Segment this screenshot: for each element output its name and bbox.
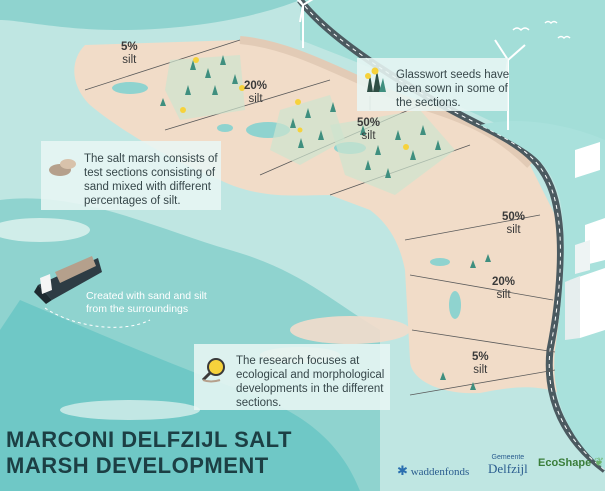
glasswort-plants bbox=[160, 55, 491, 390]
salt-marsh-area bbox=[74, 40, 566, 395]
callout-text-line: sand mixed with different bbox=[84, 181, 211, 193]
section-unit: silt bbox=[506, 224, 521, 236]
magnifier-icon bbox=[201, 358, 225, 383]
section-unit: silt bbox=[473, 364, 488, 376]
sand-silt-pile-icon bbox=[49, 159, 76, 176]
callout-text-line: Glasswort seeds have bbox=[396, 69, 510, 81]
delfzijl-logo: Gemeente Delfzijl bbox=[488, 452, 528, 476]
section-label-50-silt: 50% silt bbox=[357, 117, 380, 143]
title-line-1: MARCONI DELFZIJL SALT bbox=[6, 427, 292, 452]
channel bbox=[0, 300, 360, 491]
sandbank bbox=[290, 316, 410, 344]
section-label-20-silt-right: 20% silt bbox=[492, 276, 515, 302]
ship-icon bbox=[34, 256, 102, 304]
waddenfonds-text: waddenfonds bbox=[410, 466, 470, 478]
callout-glasswort: Glasswort seeds have been sown in some o… bbox=[357, 58, 510, 111]
callout-text-line: The research focuses at bbox=[236, 355, 360, 367]
buildings bbox=[565, 142, 605, 340]
wind-turbine bbox=[296, 0, 314, 48]
section-percent: 5% bbox=[121, 41, 138, 53]
deep-water-top bbox=[0, 0, 300, 30]
waddenfonds-logo: ✱ waddenfonds bbox=[397, 463, 469, 479]
callout-text-line: been sown in some of bbox=[396, 83, 508, 95]
ship-label: Created with sand and silt from the surr… bbox=[86, 290, 207, 316]
page-title: MARCONI DELFZIJL SALT MARSH DEVELOPMENT bbox=[6, 427, 292, 479]
section-unit: silt bbox=[496, 289, 511, 301]
ship-label-line: Created with sand and silt bbox=[86, 290, 207, 302]
section-label-20-silt: 20% silt bbox=[244, 80, 267, 106]
hinterland bbox=[480, 120, 605, 470]
title-line-2: MARSH DEVELOPMENT bbox=[6, 453, 269, 478]
callout-text-line: percentages of silt. bbox=[84, 195, 181, 207]
callout-text-line: the sections. bbox=[396, 97, 461, 109]
section-unit: silt bbox=[122, 54, 137, 66]
section-label-5-silt: 5% silt bbox=[121, 41, 138, 67]
callout-text-line: sections. bbox=[236, 397, 282, 409]
section-percent: 5% bbox=[472, 351, 489, 363]
gemeente-text: Gemeente bbox=[491, 454, 525, 461]
callout-text-line: ecological and morphological bbox=[236, 369, 385, 381]
birds bbox=[512, 20, 571, 40]
glasswort-plant-icon bbox=[365, 67, 386, 92]
section-label-50-silt-right: 50% silt bbox=[502, 211, 525, 237]
section-percent: 20% bbox=[244, 80, 268, 92]
callout-text-line: developments in the different bbox=[236, 383, 384, 395]
callout-text-line: test sections consisting of bbox=[84, 167, 216, 179]
shoal bbox=[0, 218, 90, 242]
flowers bbox=[180, 57, 409, 150]
callout-salt-marsh: The salt marsh consists of test sections… bbox=[41, 141, 221, 210]
section-unit: silt bbox=[248, 93, 263, 105]
section-percent: 20% bbox=[492, 276, 516, 288]
callout-text-line: The salt marsh consists of bbox=[84, 153, 218, 165]
section-percent: 50% bbox=[502, 211, 526, 223]
section-percent: 50% bbox=[357, 117, 381, 129]
ship-wake bbox=[44, 307, 151, 328]
section-unit: silt bbox=[361, 130, 376, 142]
section-label-5-silt-right: 5% silt bbox=[472, 351, 489, 377]
ecoshape-logo: EcoShape ❦ bbox=[538, 455, 604, 469]
leaf-icon: ❦ bbox=[593, 455, 605, 469]
ship-label-line: from the surroundings bbox=[86, 303, 189, 315]
callout-research: The research focuses at ecological and m… bbox=[194, 344, 390, 410]
delfzijl-text: Delfzijl bbox=[488, 461, 528, 476]
ecoshape-text: EcoShape bbox=[538, 457, 592, 469]
shoal bbox=[60, 400, 200, 420]
waddenfonds-mark-icon: ✱ bbox=[397, 463, 408, 478]
